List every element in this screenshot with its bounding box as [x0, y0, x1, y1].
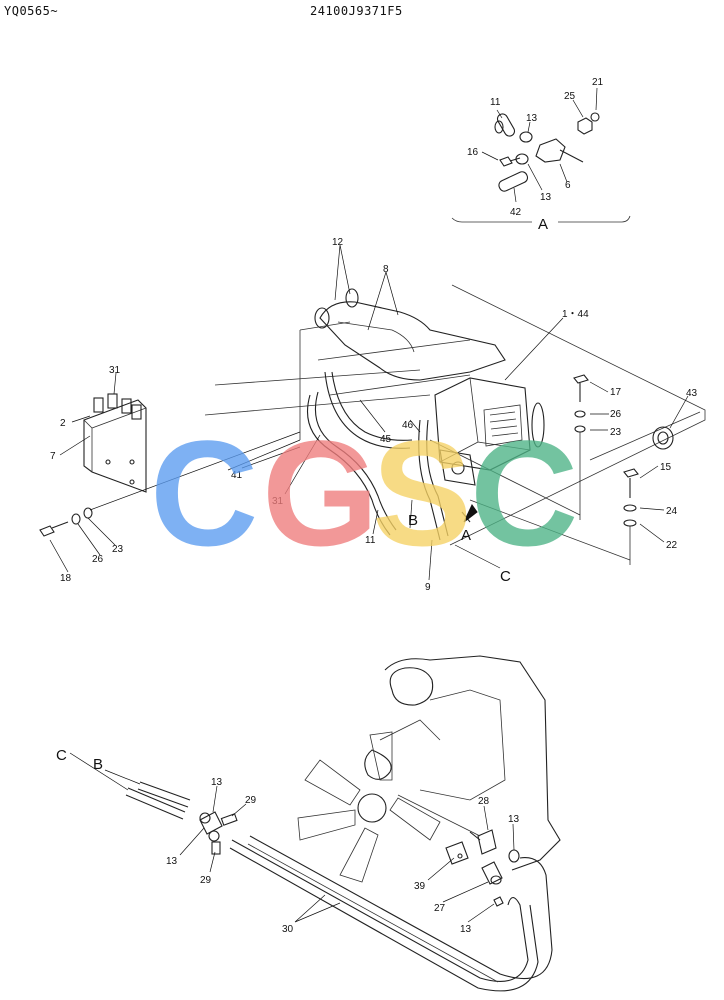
fitting-27 [481, 861, 503, 885]
label-main-31: 31 [109, 365, 121, 376]
watermark-letter-c2: C [470, 409, 578, 577]
main-assembly-group: 12 8 1・44 31 2 7 17 26 23 43 46 45 41 31… [39, 237, 706, 593]
hose-nipples-29 [211, 813, 238, 855]
label-lower-13d: 13 [460, 924, 472, 935]
detail-a-clamp-13 [515, 131, 533, 165]
heater-hoses-31-45-46 [306, 371, 449, 541]
grommet-43 [652, 426, 674, 450]
label-lower-29: 29 [245, 795, 257, 806]
watermark-letter-c1: C [150, 409, 258, 577]
label-view-b: B [408, 512, 418, 529]
label-lower-39: 39 [414, 881, 426, 892]
detail-a-bolt-16 [499, 156, 521, 167]
label-main-17: 17 [610, 387, 622, 398]
detail-a-tee-6 [535, 138, 584, 163]
label-main-8: 8 [383, 264, 389, 275]
model-serial-range: YQ0565~ [4, 4, 59, 18]
label-lower-29b: 29 [200, 875, 212, 886]
cgsc-watermark: C G S C [150, 409, 578, 577]
label-main-43: 43 [686, 388, 698, 399]
label-lower-30: 30 [282, 924, 294, 935]
label-main-24: 24 [666, 506, 678, 517]
label-main-23: 23 [610, 427, 622, 438]
label-line-c: C [56, 747, 67, 764]
clamp-13-engine [508, 849, 520, 863]
label-main-41: 41 [231, 470, 243, 481]
drawing-number: 24100J9371F5 [310, 4, 403, 18]
relays-7-31 [93, 393, 142, 420]
detail-a-nut-25-21 [577, 112, 600, 135]
label-main-11: 11 [365, 535, 376, 546]
label-detail-a-13b: 13 [540, 192, 552, 203]
relay-bracket-2 [83, 399, 147, 493]
heater-duct-8 [299, 288, 506, 440]
label-detail-a-11: 11 [490, 97, 501, 108]
label-main-12: 12 [332, 237, 344, 248]
label-lower-13c: 13 [508, 814, 520, 825]
detail-a-bracket-line [451, 215, 631, 223]
label-lower-13b: 13 [166, 856, 178, 867]
watermark-letter-g: G [262, 409, 379, 577]
label-main-26b: 26 [92, 554, 104, 565]
label-lower-28: 28 [478, 796, 490, 807]
bolt-17-washers [573, 374, 589, 520]
label-lower-13: 13 [211, 777, 223, 788]
bolt-18-washers [39, 507, 93, 537]
detail-a-group: 11 13 25 21 16 6 13 42 A [451, 77, 631, 233]
long-hose-30 [229, 835, 553, 992]
heater-unit-1-44 [434, 377, 545, 471]
label-main-7: 7 [50, 451, 56, 462]
view-arrow-a [463, 504, 478, 523]
label-detail-a-25: 25 [564, 91, 576, 102]
label-main-1-44: 1・44 [562, 309, 589, 320]
label-main-26: 26 [610, 409, 622, 420]
label-detail-a-6: 6 [565, 180, 571, 191]
label-main-22: 22 [666, 540, 678, 551]
watermark-letter-s: S [372, 409, 472, 577]
label-detail-a-42: 42 [510, 207, 522, 218]
engine-outline [364, 655, 561, 871]
label-main-46: 46 [402, 420, 414, 431]
label-main-2: 2 [60, 418, 66, 429]
label-detail-a-16: 16 [467, 147, 479, 158]
label-main-9: 9 [425, 582, 431, 593]
valve-28 [469, 829, 497, 855]
adapter-39 [445, 841, 469, 865]
bolt-15-washers [623, 468, 639, 565]
label-main-31b: 31 [272, 496, 284, 507]
label-detail-a-21: 21 [592, 77, 604, 88]
label-main-23b: 23 [112, 544, 124, 555]
hose-lines-b-c [69, 752, 191, 820]
label-main-15: 15 [660, 462, 672, 473]
label-detail-a-view: A [538, 216, 548, 233]
tee-fitting-13 [199, 811, 223, 842]
label-detail-a-13: 13 [526, 113, 538, 124]
label-view-a: A [461, 527, 471, 544]
label-line-b: B [93, 756, 103, 773]
label-main-45: 45 [380, 434, 392, 445]
detail-a-hose-42 [498, 171, 529, 192]
cooling-fan [297, 731, 441, 883]
detail-a-hose-11 [494, 113, 516, 137]
label-view-c: C [500, 568, 511, 585]
clamp-13-lower [493, 896, 504, 907]
label-main-18: 18 [60, 573, 72, 584]
label-lower-27: 27 [434, 903, 446, 914]
lower-assembly-group: 13 29 13 29 28 13 39 27 13 30 C B [56, 655, 561, 992]
